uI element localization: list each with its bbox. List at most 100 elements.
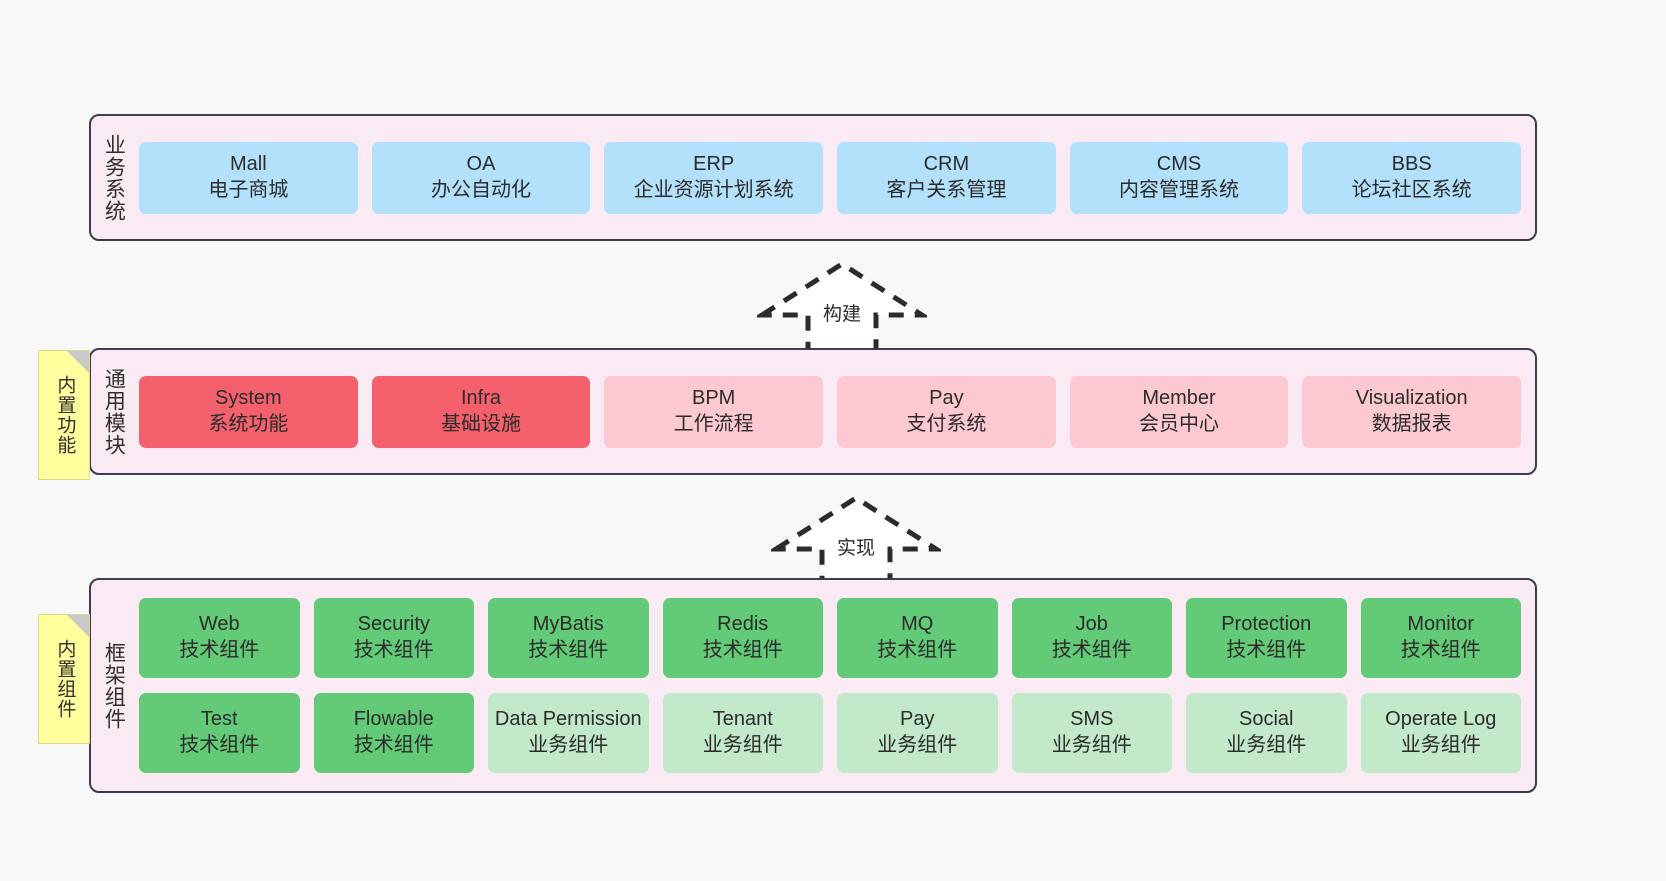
card-cms[interactable]: CMS 内容管理系统 [1069, 141, 1289, 214]
card-title: MQ [901, 613, 934, 636]
folded-corner-icon [67, 615, 89, 637]
card-title: SMS [1070, 708, 1114, 731]
card-web[interactable]: Web 技术组件 [139, 598, 300, 678]
card-subtitle: 业务组件 [528, 734, 609, 756]
card-monitor[interactable]: Monitor 技术组件 [1360, 598, 1521, 678]
card-title: Protection [1221, 613, 1312, 636]
card-title: Test [200, 708, 238, 731]
card-subtitle: 技术组件 [1051, 639, 1132, 661]
card-operate-log[interactable]: Operate Log 业务组件 [1360, 693, 1521, 773]
arrow-build: 构建 [757, 258, 927, 358]
card-title: Security [357, 613, 430, 636]
card-title: BPM [692, 386, 736, 409]
card-title: Redis [717, 613, 769, 636]
card-title: Pay [929, 386, 964, 409]
card-subtitle: 技术组件 [1226, 639, 1307, 661]
card-subtitle: 业务组件 [1051, 734, 1132, 756]
card-pay[interactable]: Pay 业务组件 [837, 693, 998, 773]
card-mq[interactable]: MQ 技术组件 [837, 598, 998, 678]
folded-corner-icon [67, 351, 89, 373]
card-title: Tenant [712, 708, 773, 731]
card-erp[interactable]: ERP 企业资源计划系统 [604, 141, 824, 214]
card-protection[interactable]: Protection 技术组件 [1186, 598, 1347, 678]
card-subtitle: 系统功能 [208, 412, 289, 435]
card-subtitle: 办公自动化 [431, 178, 531, 201]
card-sms[interactable]: SMS 业务组件 [1011, 693, 1172, 773]
card-job[interactable]: Job 技术组件 [1011, 598, 1172, 678]
card-subtitle: 支付系统 [906, 412, 987, 435]
card-subtitle: 技术组件 [353, 639, 434, 661]
card-subtitle: 业务组件 [1400, 734, 1481, 756]
card-title: Job [1075, 613, 1108, 636]
dashed-up-arrow-icon [757, 261, 927, 356]
card-title: MyBatis [532, 613, 604, 636]
card-title: BBS [1391, 152, 1432, 175]
card-data-permission[interactable]: Data Permission 业务组件 [488, 693, 649, 773]
card-title: Visualization [1355, 386, 1468, 409]
card-title: Monitor [1407, 613, 1475, 636]
card-subtitle: 技术组件 [702, 639, 783, 661]
card-subtitle: 基础设施 [441, 412, 521, 435]
sticky-note-builtin-functions: 内置功能 [38, 350, 90, 480]
card-title: OA [466, 152, 496, 175]
card-title: Pay [900, 708, 935, 731]
card-title: CMS [1156, 152, 1202, 175]
card-subtitle: 企业资源计划系统 [633, 178, 794, 201]
card-subtitle: 业务组件 [1226, 734, 1307, 756]
card-subtitle: 技术组件 [353, 734, 434, 756]
card-redis[interactable]: Redis 技术组件 [662, 598, 823, 678]
card-subtitle: 数据报表 [1371, 412, 1452, 435]
card-title: Data Permission [494, 708, 642, 731]
card-subtitle: 技术组件 [1400, 639, 1481, 661]
card-subtitle: 电子商城 [208, 178, 289, 201]
card-tenant[interactable]: Tenant 业务组件 [662, 693, 823, 773]
arrow-implement: 实现 [771, 492, 941, 592]
card-mybatis[interactable]: MyBatis 技术组件 [488, 598, 649, 678]
card-visualization[interactable]: Visualization 数据报表 [1302, 375, 1522, 448]
card-title: ERP [693, 152, 735, 175]
card-subtitle: 技术组件 [528, 639, 609, 661]
card-subtitle: 论坛社区系统 [1351, 178, 1472, 201]
card-oa[interactable]: OA 办公自动化 [371, 141, 591, 214]
card-title: Member [1142, 386, 1216, 409]
card-test[interactable]: Test 技术组件 [139, 693, 300, 773]
card-subtitle: 技术组件 [179, 734, 260, 756]
card-system[interactable]: System 系统功能 [139, 375, 358, 448]
card-subtitle: 客户关系管理 [886, 178, 1007, 201]
card-title: Web [198, 613, 240, 636]
card-pay[interactable]: Pay 支付系统 [837, 375, 1056, 448]
layer-title-business: 业务系统 [102, 133, 126, 222]
card-member[interactable]: Member 会员中心 [1069, 375, 1289, 448]
sticky-note-builtin-functions-label: 内置功能 [54, 375, 76, 455]
card-subtitle: 工作流程 [673, 412, 754, 435]
card-subtitle: 内容管理系统 [1119, 178, 1240, 201]
card-subtitle: 业务组件 [877, 734, 958, 756]
card-subtitle: 业务组件 [702, 734, 783, 756]
card-security[interactable]: Security 技术组件 [313, 598, 474, 678]
card-bbs[interactable]: BBS 论坛社区系统 [1302, 141, 1522, 214]
card-subtitle: 会员中心 [1139, 412, 1220, 435]
card-title: Operate Log [1385, 708, 1497, 731]
card-title: System [214, 386, 282, 409]
card-bpm[interactable]: BPM 工作流程 [604, 375, 824, 448]
card-subtitle: 技术组件 [179, 639, 260, 661]
card-subtitle: 技术组件 [877, 639, 958, 661]
layer-title-modules: 通用模块 [102, 367, 126, 456]
layer-title-framework: 框架组件 [102, 641, 126, 730]
